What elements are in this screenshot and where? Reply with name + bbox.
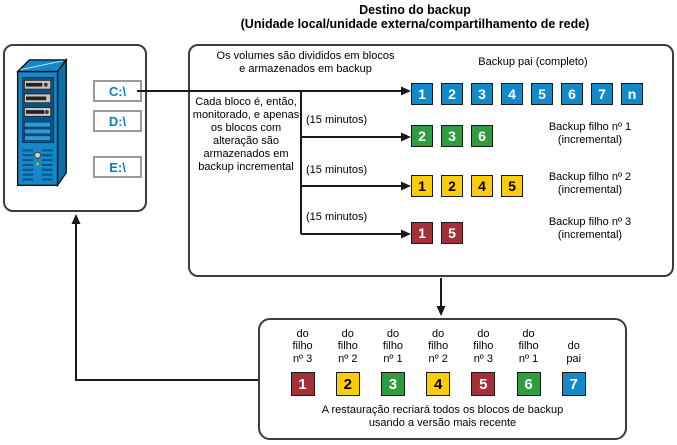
backup-filho-2-block-5: 5 [501, 175, 523, 197]
restore-column-2: do filho nº 2 2 [325, 321, 370, 396]
drive-c-text: C:\ [108, 83, 127, 99]
backup-pai-block-n: n [621, 83, 643, 105]
parent-backup-label: Backup pai (completo) [478, 56, 588, 68]
backup-pai-block-7: 7 [591, 83, 613, 105]
backup-filho-1-block-2: 2 [411, 125, 433, 147]
restore-block-1: 1 [290, 372, 315, 396]
restore-column-7: do pai 7 [551, 321, 596, 396]
restore-source-label-3: do filho nº 1 [382, 327, 404, 365]
restore-block-4: 4 [426, 372, 451, 396]
restore-block-3: 3 [380, 372, 405, 396]
arrowhead-restore-down [436, 306, 446, 316]
diagram-title-line1: Destino do backup [359, 3, 471, 17]
drive-label-e: E:\ [93, 156, 142, 178]
server-tower-icon [15, 57, 68, 188]
restore-column-1: do filho nº 3 1 [280, 321, 325, 396]
backup-pai-block-1: 1 [411, 83, 433, 105]
backup-filho-2-block-2: 2 [441, 175, 463, 197]
drive-d-text: D:\ [108, 113, 127, 129]
backup-filho-1-block-6: 6 [471, 125, 493, 147]
monitoring-note: Cada bloco é, então, monitorado, e apena… [192, 96, 300, 173]
child3-backup-label: Backup filho nº 3 (incremental) [548, 216, 632, 241]
arrowhead-return-up [71, 214, 81, 224]
backup-pai-block-4: 4 [501, 83, 523, 105]
restore-source-label-5: do filho nº 3 [473, 327, 494, 365]
volumes-note: Os volumes são divididos em blocos e arm… [216, 50, 395, 75]
restore-source-label-1: do filho nº 3 [292, 327, 313, 365]
restore-source-label-7: do pai [566, 340, 582, 365]
server-box: C:\ D:\ E:\ [3, 44, 147, 212]
backup-filho-2-block-4: 4 [471, 175, 493, 197]
interval-label-3: (15 minutos) [306, 211, 368, 223]
restore-column-3: do filho nº 1 3 [370, 321, 415, 396]
restore-source-label-4: do filho nº 2 [428, 327, 449, 365]
backup-filho-2-block-1: 1 [411, 175, 433, 197]
restore-source-label-2: do filho nº 2 [337, 327, 358, 365]
restore-block-6: 6 [516, 372, 541, 396]
child2-backup-label: Backup filho nº 2 (incremental) [548, 171, 632, 196]
restore-block-7: 7 [561, 372, 586, 396]
drive-label-c: C:\ [93, 80, 142, 102]
interval-label-1: (15 minutos) [306, 114, 368, 126]
restore-block-2: 2 [335, 372, 360, 396]
restore-source-label-6: do filho nº 1 [518, 327, 539, 365]
drive-label-d: D:\ [93, 110, 142, 132]
restore-column-5: do filho nº 3 5 [461, 321, 506, 396]
restore-caption: A restauração recriará todos os blocos d… [321, 404, 564, 429]
restore-block-5: 5 [471, 372, 496, 396]
backup-filho-1-block-3: 3 [441, 125, 463, 147]
diagram-title: Destino do backup (Unidade local/unidade… [160, 3, 670, 31]
child1-backup-label: Backup filho nº 1 (incremental) [548, 121, 632, 146]
backup-pai-block-5: 5 [531, 83, 553, 105]
backup-pai-block-2: 2 [441, 83, 463, 105]
backup-filho-3-block-1: 1 [411, 222, 433, 244]
backup-pai-block-6: 6 [561, 83, 583, 105]
backup-filho-3-block-5: 5 [441, 222, 463, 244]
diagram-title-line2: (Unidade local/unidade externa/compartil… [240, 17, 590, 31]
interval-label-2: (15 minutos) [306, 164, 368, 176]
drive-e-text: E:\ [109, 159, 126, 175]
backup-pai-block-3: 3 [471, 83, 493, 105]
restore-column-6: do filho nº 1 6 [506, 321, 551, 396]
restore-column-4: do filho nº 2 4 [416, 321, 461, 396]
